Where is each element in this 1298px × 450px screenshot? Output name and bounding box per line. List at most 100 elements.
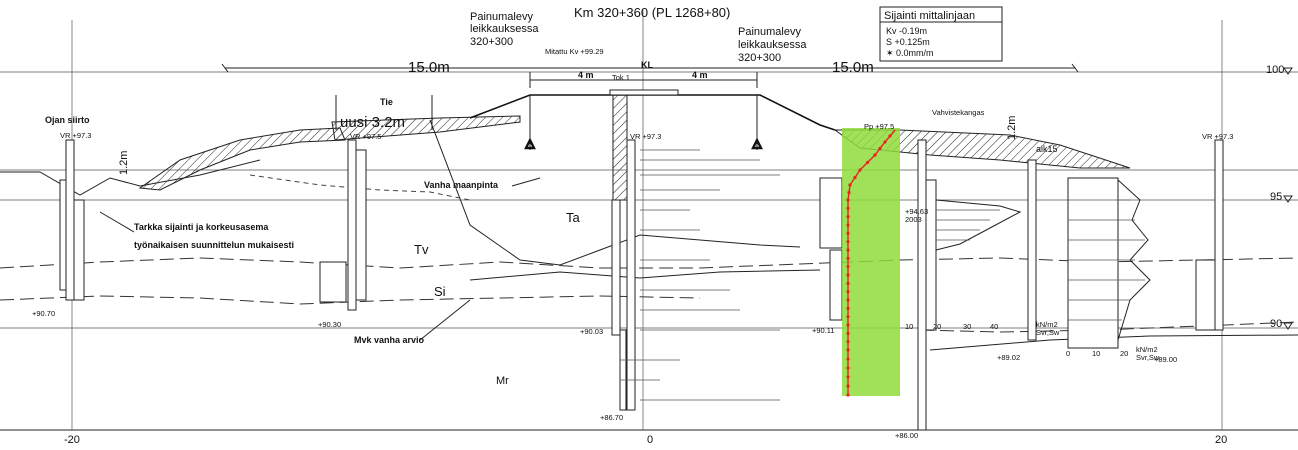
borehole-right-c: +89.02 +89.00	[997, 159, 1177, 364]
x-minus20: -20	[64, 434, 80, 446]
unit-svr-2: Svr,Sw	[1136, 353, 1160, 362]
plate-right-1: Painumalevy	[738, 26, 801, 38]
plate-right-2: leikkauksessa	[738, 39, 807, 51]
kl-label: KL	[641, 60, 653, 70]
highlight-column: Pp +97.5	[842, 122, 900, 397]
tarkka-label-1: Tarkka sijainti ja korkeusasema	[134, 222, 269, 232]
measurement-marker	[846, 198, 850, 202]
plate-left-2: leikkauksessa	[470, 23, 539, 35]
unit-kn-1: kN/m2	[1036, 320, 1058, 329]
scale-left-10: 10	[905, 322, 913, 331]
b8900-label: +89.00	[1154, 355, 1177, 364]
measurement-marker	[846, 393, 850, 397]
b8902-label: +89.02	[997, 353, 1020, 362]
elev-90-label: 90	[1270, 318, 1282, 330]
b9003-label: +90.03	[580, 327, 603, 336]
measurement-marker	[846, 315, 850, 319]
vr-right-label: VR +97.3	[1202, 132, 1233, 141]
b9030-label: +90.30	[318, 320, 341, 329]
measurement-marker	[846, 240, 850, 244]
elevation-grid	[0, 71, 1298, 431]
x-zero: 0	[647, 434, 653, 446]
borehole-center: VR +97.3 +90.03 +86.70	[580, 132, 780, 422]
elev-95-label: 95	[1270, 191, 1282, 203]
measured-label: Mitattu Kv +99.29	[545, 47, 604, 56]
scale-left: 10 20 30 40 kN/m2 Svr,Sw	[905, 320, 1060, 337]
soil-layer-labels: Ta Tv Si Mr	[414, 210, 581, 387]
half-right-label: 4 m	[692, 70, 708, 80]
x-plus20: 20	[1215, 434, 1227, 446]
measurement-marker	[846, 357, 850, 361]
measurement-markers	[846, 134, 892, 397]
span-right-label: 15.0m	[832, 59, 874, 76]
borehole-tie: VR +97.5 +90.30	[318, 132, 381, 329]
b8670-label: +86.70	[600, 413, 623, 422]
plate-left-1: Painumalevy	[470, 11, 533, 23]
location-s: S +0.125m	[886, 37, 930, 47]
soil-tv: Tv	[414, 242, 429, 257]
measurement-marker	[846, 375, 850, 379]
measurement-marker	[878, 146, 882, 151]
scale-left-20: 20	[933, 322, 941, 331]
mvk-label: Mvk vanha arvio	[354, 335, 425, 345]
measurement-marker	[846, 306, 850, 310]
location-box-title: Sijainti mittalinjaan	[884, 10, 975, 22]
vr-tie-label: VR +97.5	[350, 132, 381, 141]
unit-svr-1: Svr,Sw	[1036, 328, 1060, 337]
measurement-marker	[846, 215, 850, 219]
measurement-marker	[846, 281, 850, 285]
measurement-marker	[846, 366, 850, 370]
scale-left-30: 30	[963, 322, 971, 331]
soil-ta: Ta	[566, 210, 581, 225]
measurement-marker	[846, 340, 850, 344]
road-section: uusi 3.2m Tie Ojan siirto 1.2m 1.2m	[45, 95, 1018, 175]
header: Painumalevy leikkauksessa 320+300 Km 320…	[470, 5, 807, 70]
measurement-marker	[888, 134, 892, 138]
measurement-marker	[846, 298, 850, 302]
measurement-marker	[846, 256, 850, 260]
measurement-marker	[846, 323, 850, 327]
scale-right-20: 20	[1120, 349, 1128, 358]
b2003-label: 2003	[905, 215, 922, 224]
vanha-maanpinta-label: Vanha maanpinta	[424, 180, 499, 190]
soil-si: Si	[434, 284, 446, 299]
borehole-right-b: +94.63 2003 +86.00	[895, 139, 1022, 440]
annotations: Vanha maanpinta Tarkka sijainti ja korke…	[99, 108, 1058, 345]
dimension-lines: 15.0m 15.0m 4 m 4 m Tok 1	[221, 59, 1079, 88]
span-left-label: 15.0m	[408, 59, 450, 76]
unit-kn-2: kN/m2	[1136, 345, 1158, 354]
tie-label: Tie	[380, 97, 393, 107]
b9011-label: +90.11	[812, 326, 835, 335]
scale-right-0: 0	[1066, 349, 1070, 358]
ditch-depth-label: 1.2m	[118, 151, 130, 175]
station-lines	[71, 10, 1223, 430]
measurement-marker	[858, 168, 862, 172]
measurement-marker	[846, 273, 850, 277]
scale-left-40: 40	[990, 322, 998, 331]
plate-left-3: 320+300	[470, 36, 513, 48]
measurement-marker	[846, 348, 850, 352]
scale-right: 0 10 20 kN/m2 Svr,Sw	[1066, 345, 1160, 362]
measurement-marker	[846, 223, 850, 227]
embankment	[0, 89, 1298, 351]
pp-label: Pp +97.5	[864, 122, 894, 131]
vr-left-label: VR +97.3	[60, 131, 91, 140]
b9463-label: +94.63	[905, 207, 928, 216]
vr-mid-label: VR +97.3	[630, 132, 661, 141]
measurement-marker	[848, 183, 852, 187]
measurement-marker	[853, 175, 857, 180]
measurement-marker	[873, 153, 877, 157]
ojan-siirto-label: Ojan siirto	[45, 115, 90, 125]
measurement-marker	[865, 160, 870, 165]
scale-right-10: 10	[1092, 349, 1100, 358]
vahvistekangas-label: Vahvistekangas	[932, 108, 985, 117]
measurement-marker	[846, 384, 850, 388]
elev-100-label: 100	[1266, 64, 1284, 76]
borehole-far-right: VR +97.3	[1195, 132, 1233, 331]
tarkka-label-2: työnaikaisen suunnittelun mukaisesti	[134, 240, 294, 250]
measurement-marker	[846, 331, 850, 335]
tie-width-label: uusi 3.2m	[340, 114, 405, 131]
measurement-marker	[846, 248, 850, 252]
